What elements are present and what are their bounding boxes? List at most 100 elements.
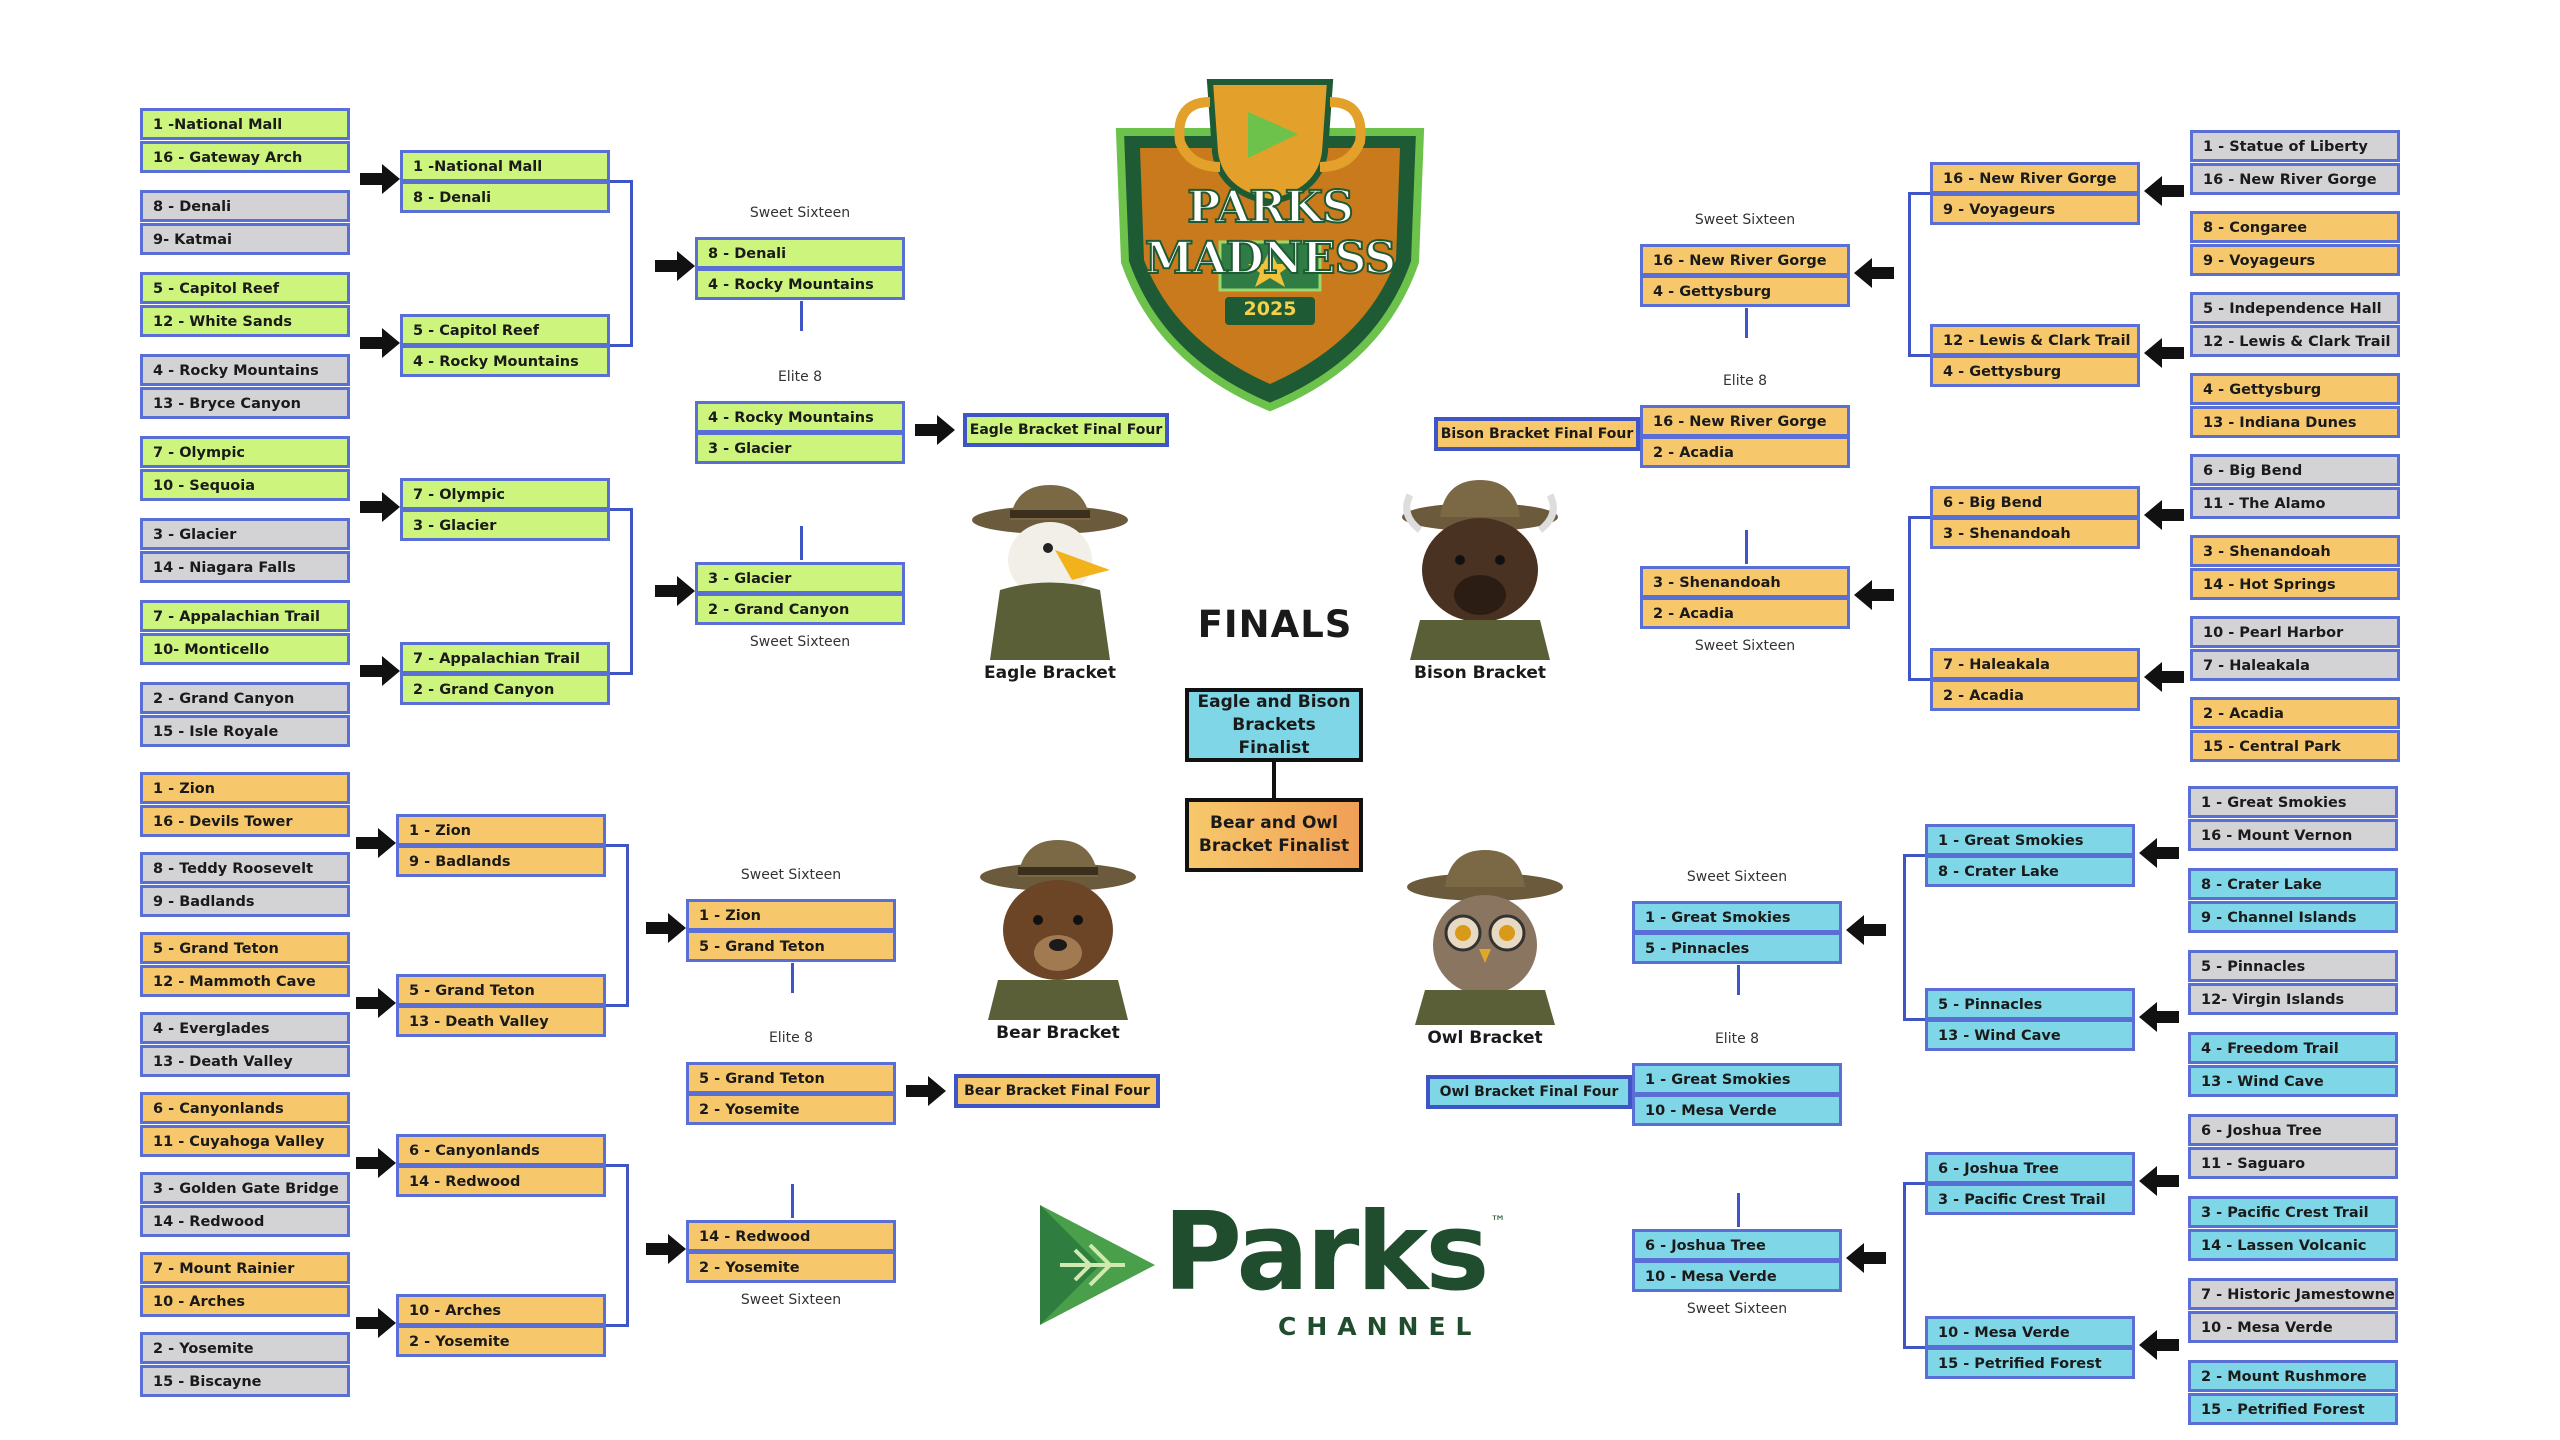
eagle-r1-team[interactable]: 4 - Rocky Mountains bbox=[140, 354, 350, 386]
bear-r1-team[interactable]: 14 - Redwood bbox=[140, 1205, 350, 1237]
eagle-r3-team[interactable]: 3 - Glacier bbox=[695, 562, 905, 594]
bear-r3-team[interactable]: 5 - Grand Teton bbox=[686, 930, 896, 962]
eagle-r2-team[interactable]: 5 - Capitol Reef bbox=[400, 314, 610, 346]
bison-r3-team[interactable]: 4 - Gettysburg bbox=[1640, 275, 1850, 307]
bison-r1-team[interactable]: 4 - Gettysburg bbox=[2190, 373, 2400, 405]
owl-r1-team[interactable]: 7 - Historic Jamestowne bbox=[2188, 1278, 2398, 1310]
bison-r4-team[interactable]: 16 - New River Gorge bbox=[1640, 405, 1850, 437]
bear-r1-team[interactable]: 1 - Zion bbox=[140, 772, 350, 804]
owl-r2-team[interactable]: 13 - Wind Cave bbox=[1925, 1019, 2135, 1051]
bison-r1-team[interactable]: 6 - Big Bend bbox=[2190, 454, 2400, 486]
owl-r1-team[interactable]: 1 - Great Smokies bbox=[2188, 786, 2398, 818]
bear-r1-team[interactable]: 15 - Biscayne bbox=[140, 1365, 350, 1397]
owl-r1-team[interactable]: 14 - Lassen Volcanic bbox=[2188, 1229, 2398, 1261]
bison-r1-team[interactable]: 3 - Shenandoah bbox=[2190, 535, 2400, 567]
owl-r1-team[interactable]: 2 - Mount Rushmore bbox=[2188, 1360, 2398, 1392]
bison-r2-team[interactable]: 6 - Big Bend bbox=[1930, 486, 2140, 518]
owl-r1-team[interactable]: 15 - Petrified Forest bbox=[2188, 1393, 2398, 1425]
eagle-r2-team[interactable]: 8 - Denali bbox=[400, 181, 610, 213]
eagle-r1-team[interactable]: 3 - Glacier bbox=[140, 518, 350, 550]
bear-r1-team[interactable]: 8 - Teddy Roosevelt bbox=[140, 852, 350, 884]
bison-r2-team[interactable]: 16 - New River Gorge bbox=[1930, 162, 2140, 194]
bear-r1-team[interactable]: 6 - Canyonlands bbox=[140, 1092, 350, 1124]
eagle-r1-team[interactable]: 5 - Capitol Reef bbox=[140, 272, 350, 304]
owl-r3-team[interactable]: 10 - Mesa Verde bbox=[1632, 1260, 1842, 1292]
eagle-r1-team[interactable]: 2 - Grand Canyon bbox=[140, 682, 350, 714]
bison-r1-team[interactable]: 12 - Lewis & Clark Trail bbox=[2190, 325, 2400, 357]
bear-r1-team[interactable]: 4 - Everglades bbox=[140, 1012, 350, 1044]
owl-r1-team[interactable]: 10 - Mesa Verde bbox=[2188, 1311, 2398, 1343]
owl-r1-team[interactable]: 4 - Freedom Trail bbox=[2188, 1032, 2398, 1064]
owl-r2-team[interactable]: 15 - Petrified Forest bbox=[1925, 1347, 2135, 1379]
bear-r2-team[interactable]: 1 - Zion bbox=[396, 814, 606, 846]
eagle-r1-team[interactable]: 12 - White Sands bbox=[140, 305, 350, 337]
bison-r4-team[interactable]: 2 - Acadia bbox=[1640, 436, 1850, 468]
eagle-r1-team[interactable]: 15 - Isle Royale bbox=[140, 715, 350, 747]
eagle-r2-team[interactable]: 2 - Grand Canyon bbox=[400, 673, 610, 705]
bear-r1-team[interactable]: 7 - Mount Rainier bbox=[140, 1252, 350, 1284]
owl-r2-team[interactable]: 6 - Joshua Tree bbox=[1925, 1152, 2135, 1184]
bison-r1-team[interactable]: 15 - Central Park bbox=[2190, 730, 2400, 762]
owl-r1-team[interactable]: 5 - Pinnacles bbox=[2188, 950, 2398, 982]
bear-r2-team[interactable]: 9 - Badlands bbox=[396, 845, 606, 877]
owl-r2-team[interactable]: 5 - Pinnacles bbox=[1925, 988, 2135, 1020]
owl-r2-team[interactable]: 3 - Pacific Crest Trail bbox=[1925, 1183, 2135, 1215]
eagle-r2-team[interactable]: 4 - Rocky Mountains bbox=[400, 345, 610, 377]
bear-r2-team[interactable]: 2 - Yosemite bbox=[396, 1325, 606, 1357]
owl-r1-team[interactable]: 12- Virgin Islands bbox=[2188, 983, 2398, 1015]
owl-r3-team[interactable]: 5 - Pinnacles bbox=[1632, 932, 1842, 964]
bear-r1-team[interactable]: 11 - Cuyahoga Valley bbox=[140, 1125, 350, 1157]
bison-r1-team[interactable]: 9 - Voyageurs bbox=[2190, 244, 2400, 276]
eagle-r3-team[interactable]: 8 - Denali bbox=[695, 237, 905, 269]
bear-r2-team[interactable]: 14 - Redwood bbox=[396, 1165, 606, 1197]
owl-r2-team[interactable]: 10 - Mesa Verde bbox=[1925, 1316, 2135, 1348]
bison-final-four-box[interactable]: Bison Bracket Final Four bbox=[1434, 417, 1640, 451]
bear-final-four-box[interactable]: Bear Bracket Final Four bbox=[954, 1074, 1160, 1108]
bison-r1-team[interactable]: 8 - Congaree bbox=[2190, 211, 2400, 243]
bear-r1-team[interactable]: 10 - Arches bbox=[140, 1285, 350, 1317]
eagle-r1-team[interactable]: 8 - Denali bbox=[140, 190, 350, 222]
owl-r1-team[interactable]: 9 - Channel Islands bbox=[2188, 901, 2398, 933]
bison-r2-team[interactable]: 12 - Lewis & Clark Trail bbox=[1930, 324, 2140, 356]
owl-r1-team[interactable]: 6 - Joshua Tree bbox=[2188, 1114, 2398, 1146]
eagle-r2-team[interactable]: 3 - Glacier bbox=[400, 509, 610, 541]
owl-final-four-box[interactable]: Owl Bracket Final Four bbox=[1426, 1075, 1632, 1109]
bear-r1-team[interactable]: 12 - Mammoth Cave bbox=[140, 965, 350, 997]
bison-r1-team[interactable]: 10 - Pearl Harbor bbox=[2190, 616, 2400, 648]
bear-r3-team[interactable]: 14 - Redwood bbox=[686, 1220, 896, 1252]
bison-r2-team[interactable]: 2 - Acadia bbox=[1930, 679, 2140, 711]
bear-r2-team[interactable]: 5 - Grand Teton bbox=[396, 974, 606, 1006]
bison-r1-team[interactable]: 2 - Acadia bbox=[2190, 697, 2400, 729]
eagle-r2-team[interactable]: 7 - Olympic bbox=[400, 478, 610, 510]
eagle-r1-team[interactable]: 9- Katmai bbox=[140, 223, 350, 255]
bison-r1-team[interactable]: 13 - Indiana Dunes bbox=[2190, 406, 2400, 438]
bear-r3-team[interactable]: 2 - Yosemite bbox=[686, 1251, 896, 1283]
bear-r1-team[interactable]: 3 - Golden Gate Bridge bbox=[140, 1172, 350, 1204]
eagle-r2-team[interactable]: 7 - Appalachian Trail bbox=[400, 642, 610, 674]
eagle-r2-team[interactable]: 1 -National Mall bbox=[400, 150, 610, 182]
eagle-r1-team[interactable]: 16 - Gateway Arch bbox=[140, 141, 350, 173]
eagle-r4-team[interactable]: 4 - Rocky Mountains bbox=[695, 401, 905, 433]
owl-r3-team[interactable]: 1 - Great Smokies bbox=[1632, 901, 1842, 933]
bison-r1-team[interactable]: 16 - New River Gorge bbox=[2190, 163, 2400, 195]
eagle-r1-team[interactable]: 7 - Olympic bbox=[140, 436, 350, 468]
owl-r3-team[interactable]: 6 - Joshua Tree bbox=[1632, 1229, 1842, 1261]
bison-r2-team[interactable]: 7 - Haleakala bbox=[1930, 648, 2140, 680]
bison-r3-team[interactable]: 2 - Acadia bbox=[1640, 597, 1850, 629]
bear-r1-team[interactable]: 16 - Devils Tower bbox=[140, 805, 350, 837]
eagle-r1-team[interactable]: 10 - Sequoia bbox=[140, 469, 350, 501]
bear-r2-team[interactable]: 10 - Arches bbox=[396, 1294, 606, 1326]
bison-r2-team[interactable]: 4 - Gettysburg bbox=[1930, 355, 2140, 387]
eagle-final-four-box[interactable]: Eagle Bracket Final Four bbox=[963, 413, 1169, 447]
bison-r2-team[interactable]: 3 - Shenandoah bbox=[1930, 517, 2140, 549]
bison-r1-team[interactable]: 14 - Hot Springs bbox=[2190, 568, 2400, 600]
bison-r1-team[interactable]: 7 - Haleakala bbox=[2190, 649, 2400, 681]
owl-r1-team[interactable]: 13 - Wind Cave bbox=[2188, 1065, 2398, 1097]
eagle-r1-team[interactable]: 7 - Appalachian Trail bbox=[140, 600, 350, 632]
eagle-r1-team[interactable]: 13 - Bryce Canyon bbox=[140, 387, 350, 419]
bison-r1-team[interactable]: 11 - The Alamo bbox=[2190, 487, 2400, 519]
bison-r1-team[interactable]: 5 - Independence Hall bbox=[2190, 292, 2400, 324]
bison-r1-team[interactable]: 1 - Statue of Liberty bbox=[2190, 130, 2400, 162]
owl-r1-team[interactable]: 16 - Mount Vernon bbox=[2188, 819, 2398, 851]
bear-r1-team[interactable]: 5 - Grand Teton bbox=[140, 932, 350, 964]
